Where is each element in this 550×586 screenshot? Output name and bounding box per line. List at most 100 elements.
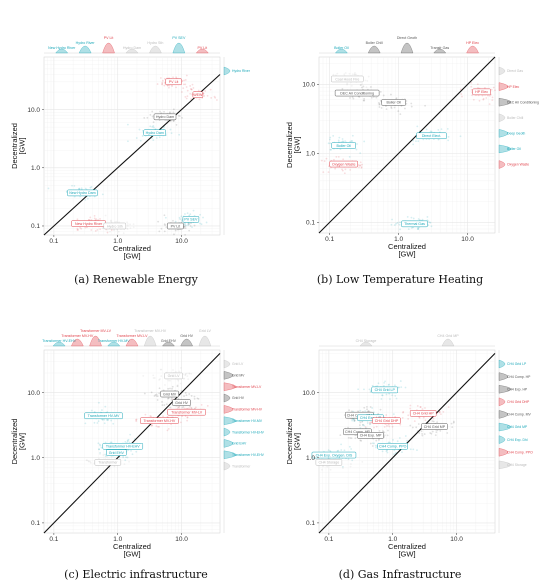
scatter-point (379, 99, 382, 102)
scatter-point (421, 218, 424, 221)
scatter-point (168, 86, 170, 89)
scatter-point (322, 465, 325, 468)
scatter-point (177, 114, 180, 117)
scatter-point (363, 424, 366, 427)
scatter-point (349, 168, 352, 171)
scatter-point (194, 406, 197, 409)
scatter-point (337, 155, 340, 158)
scatter-point (406, 439, 409, 442)
top-margin-label: Hydro Dam (123, 46, 141, 50)
scatter-point (184, 233, 187, 236)
scatter-point (99, 218, 101, 220)
panel-caption: (a) Renewable Energy (74, 273, 198, 286)
scatter-point (184, 415, 187, 417)
side-margin-label: Transformer HV-MV (232, 419, 263, 423)
scatter-point (178, 133, 181, 136)
y-tick-label: 0.1 (306, 220, 315, 227)
scatter-point (337, 139, 340, 142)
side-density (498, 359, 506, 369)
label-box (377, 443, 408, 450)
label-box (167, 222, 184, 230)
scatter-point (210, 97, 213, 99)
scatter-point (213, 95, 216, 98)
scatter-point (399, 380, 402, 382)
scatter-point (99, 228, 102, 231)
scatter-point (184, 227, 187, 230)
scatter-point (154, 394, 157, 396)
scatter-point (172, 111, 175, 114)
scatter-point (416, 405, 419, 407)
scatter-point (181, 79, 184, 82)
panel-caption: (b) Low Temperature Heating (317, 273, 483, 286)
scatter-point (459, 88, 462, 91)
scatter-point (367, 410, 370, 413)
scatter-point (351, 459, 354, 462)
scatter-point (178, 406, 181, 409)
scatter-point (378, 103, 381, 105)
label-box (311, 451, 357, 459)
scatter-point (122, 456, 125, 459)
scatter-point (104, 214, 107, 217)
scatter-point (491, 99, 494, 102)
scatter-point (385, 450, 388, 453)
scatter-point (152, 121, 155, 124)
scatter-point (329, 449, 332, 452)
scatter-point (351, 73, 354, 76)
scatter-point (146, 116, 149, 119)
scatter-point (410, 227, 413, 229)
scatter-point (395, 397, 398, 400)
scatter-point (163, 77, 166, 80)
scatter-point (470, 81, 473, 84)
scatter-point (101, 193, 104, 196)
scatter-point (417, 423, 420, 425)
series-label: Hydro Sth (103, 222, 127, 230)
scatter-point (162, 415, 165, 418)
series-label: Grid MV (160, 390, 179, 398)
top-margin-label: Boiler Oil (334, 46, 349, 50)
scatter-point (155, 395, 158, 397)
label-box (172, 399, 191, 406)
scatter-point (349, 140, 352, 143)
scatter-point (104, 453, 107, 456)
scatter-point (437, 138, 440, 141)
series-label: CH4 Grid DHP (372, 417, 401, 424)
scatter-point (426, 216, 429, 218)
scatter-point (367, 410, 370, 413)
scatter-point (364, 79, 367, 82)
top-density (162, 341, 175, 347)
scatter-point (177, 379, 180, 382)
scatter-point (392, 439, 394, 441)
scatter-point (135, 450, 138, 453)
scatter-point (193, 397, 196, 400)
side-density (223, 66, 231, 76)
scatter-point (93, 421, 96, 424)
x-tick-label: 1.0 (394, 236, 403, 243)
scatter-point (359, 164, 362, 167)
scatter-point (429, 432, 432, 434)
scatter-point (202, 216, 204, 219)
y-tick-label: 1.0 (306, 151, 315, 158)
scatter-point (135, 420, 138, 423)
series-label: CH4 Exp. MP (357, 432, 384, 439)
scatter-point (181, 219, 184, 222)
scatter-point (110, 455, 113, 458)
scatter-point (102, 454, 105, 456)
scatter-point (482, 97, 485, 100)
scatter-point (385, 108, 388, 111)
side-margin-label: CH4 Comp. HP (507, 375, 531, 379)
series-label: Oxygen Waste (329, 160, 359, 168)
scatter-point (189, 225, 192, 227)
scatter-point (191, 226, 193, 229)
scatter-point (349, 437, 352, 439)
scatter-point (123, 463, 126, 465)
scatter-point (378, 430, 381, 432)
scatter-point (407, 417, 410, 420)
label-box (102, 443, 144, 450)
scatter-point (96, 228, 99, 231)
scatter-point (452, 421, 455, 424)
scatter-point (174, 220, 177, 223)
scatter-point (342, 467, 344, 469)
scatter-point (129, 433, 132, 436)
scatter-point (161, 83, 163, 86)
scatter-point (361, 163, 363, 166)
